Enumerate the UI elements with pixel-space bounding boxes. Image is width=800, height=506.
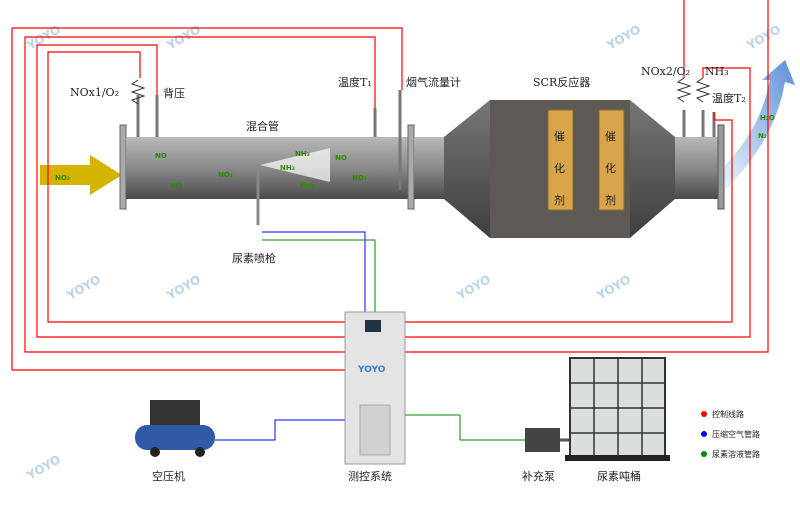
legend: 控制线路 压缩空气管路 尿素溶液管路 [701,409,760,459]
svg-text:YOYO: YOYO [164,22,203,53]
urea-gun-label: 尿素喷枪 [232,251,276,265]
flowmeter-label: 烟气流量计 [406,75,461,89]
outlet-flow-arrow [725,60,795,190]
gas-label: NO [155,152,167,160]
urea-line-pump [405,414,525,441]
legend-item: 尿素溶液管路 [712,449,760,459]
mixing-pipe-label: 混合管 [246,119,279,133]
urea-line [262,239,376,315]
sensor-coil-icon [676,77,692,103]
svg-text:YOYO: YOYO [64,272,103,303]
nox2-o2-label: NOx2/O₂ [641,65,690,78]
sensor-coil-icon [130,79,146,105]
svg-text:YOYO: YOYO [744,22,783,53]
svg-text:YOYO: YOYO [594,272,633,303]
gas-label: N₂ [758,132,767,140]
control-system-label: 测控系统 [348,469,392,483]
gas-label: NH₃ [280,164,295,172]
cabinet-logo: YOYO [357,365,386,375]
gas-label: NO [170,182,182,190]
gas-label: NH₃ [295,150,310,158]
legend-item: 压缩空气管路 [712,429,760,439]
inlet-flue-gas-arrow [40,155,122,195]
sensor-coil-icon [695,77,711,103]
air-line [262,231,366,315]
air-line-compressor [215,419,345,441]
scr-reactor-label: SCR反应器 [533,75,590,89]
cabinet-screen [365,320,381,332]
svg-text:YOYO: YOYO [604,22,643,53]
svg-text:YOYO: YOYO [24,452,63,483]
legend-item: 控制线路 [712,409,744,419]
svg-text:YOYO: YOYO [454,272,493,303]
gas-label: NH₃ [300,182,315,190]
nh3-label: NH₃ [705,65,729,78]
urea-tank [565,357,670,461]
catalyst-char: 催 [554,129,565,143]
pump-label: 补充泵 [522,469,555,483]
nox1-o2-label: NOx1/O₂ [70,86,119,99]
air-compressor [135,400,215,457]
catalyst-char: 催 [605,129,616,143]
gas-label: NO₂ [218,171,233,179]
pump [525,428,580,452]
gas-label: NO [335,154,347,162]
control-cabinet: YOYO [344,311,406,465]
catalyst-char: 剂 [554,193,565,207]
svg-text:YOYO: YOYO [164,272,203,303]
svg-text:YOYO: YOYO [24,22,63,53]
urea-tank-label: 尿素吨桶 [597,469,641,483]
catalyst-char: 化 [605,161,616,175]
control-lines [11,0,769,371]
gas-label: NO₂ [55,174,70,182]
back-pressure-label: 背压 [163,86,185,100]
gas-label: NO₂ [352,174,367,182]
mixing-pipe: NO NO₂ NH₃ NH₃ NH₃ NO NO₂ NO [119,124,416,225]
catalyst-char: 化 [554,161,565,175]
scr-reactor: 催 化 剂 催 化 剂 [414,100,725,238]
compressor-label: 空压机 [152,469,185,483]
temp2-label: 温度T₂ [712,91,746,105]
catalyst-char: 剂 [605,193,616,207]
sensors [136,90,716,190]
temp1-label: 温度T₁ [338,75,372,89]
